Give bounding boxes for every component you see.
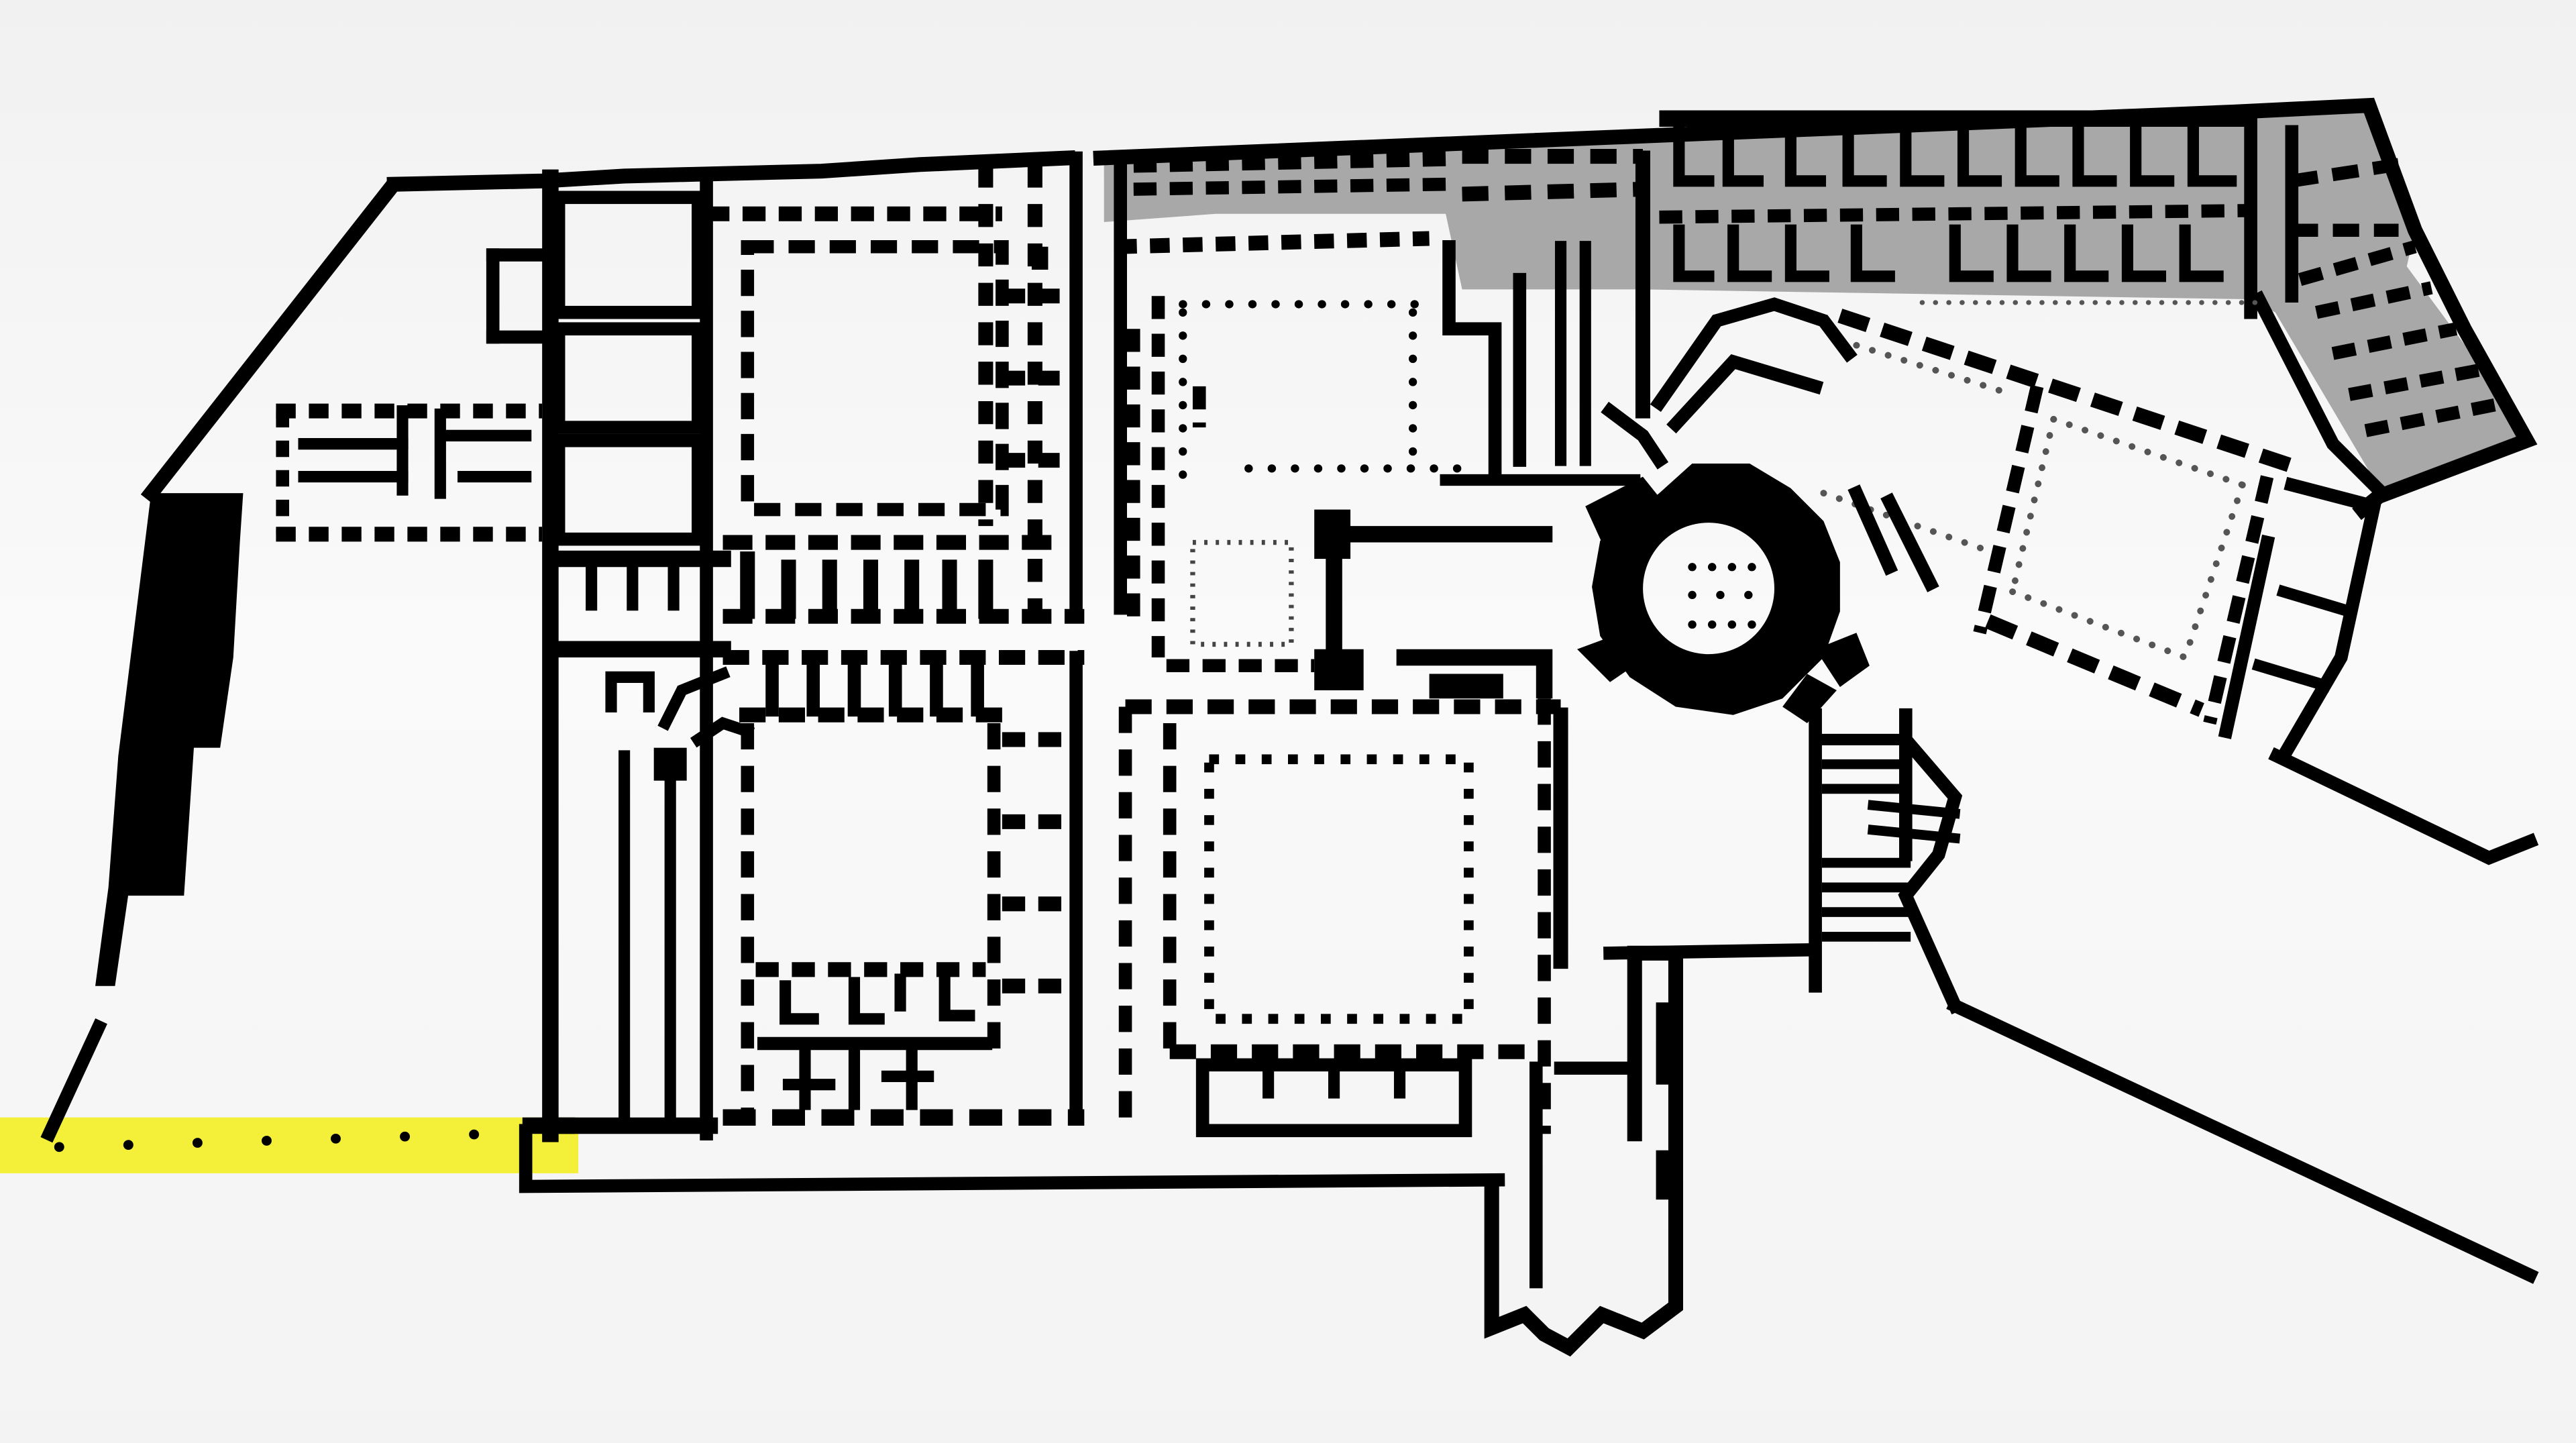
church-tower [1484, 945, 1683, 1357]
north-cell-row-b [1673, 224, 2224, 282]
north-range-cells [1133, 110, 2507, 502]
rotunda [1577, 297, 1870, 723]
east-stair-block [1809, 708, 1964, 1015]
nw-cloister [706, 151, 1085, 625]
left-wing-walls [276, 403, 543, 542]
grey-wing-highlight [1104, 111, 2527, 494]
main-cloister [1118, 698, 1568, 1138]
yellow-axis-markers [54, 1117, 576, 1153]
west-range-walls [486, 169, 755, 1142]
central-north-block [1114, 150, 1650, 657]
central-small-court [1166, 509, 1553, 699]
north-cell-row-a [1673, 122, 2237, 187]
east-diagonal-cells [2250, 240, 2507, 502]
yellow-axis-highlight [0, 1117, 579, 1173]
se-cloister [1820, 309, 2382, 765]
outer-walls [140, 97, 2539, 1284]
sw-cloister [722, 649, 1085, 1126]
left-buttress-wall [40, 493, 244, 1143]
